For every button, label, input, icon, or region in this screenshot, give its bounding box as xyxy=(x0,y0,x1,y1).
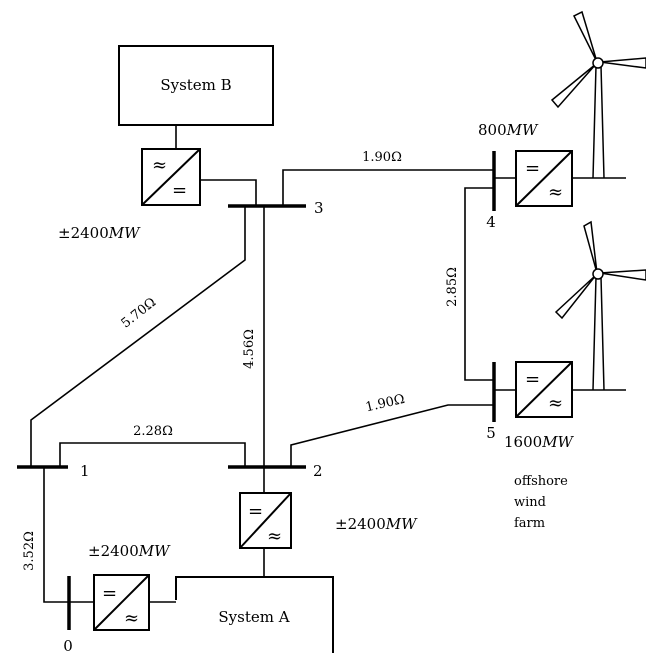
dc-symbol: = xyxy=(172,180,187,201)
bus-bars xyxy=(17,151,496,630)
rating-converter-0: ±2400MW xyxy=(88,542,171,560)
converter-2 xyxy=(239,492,292,549)
rating-converter-4: 800MW xyxy=(478,121,539,139)
dc-symbol: = xyxy=(248,501,263,522)
ac-symbol: ≈ xyxy=(152,155,167,176)
ac-symbol: ≈ xyxy=(267,526,282,547)
dc-symbol: = xyxy=(102,583,117,604)
bus-3-label: 3 xyxy=(314,199,324,217)
wind-farm-label-2: wind xyxy=(514,495,546,510)
system-b-box xyxy=(118,45,274,126)
dc-symbol: = xyxy=(525,369,540,390)
dc-symbol: = xyxy=(525,158,540,179)
line-2-3-label: 4.56Ω xyxy=(242,329,257,369)
line-3-4-label: 1.90Ω xyxy=(362,150,402,165)
wind-farm-label-3: farm xyxy=(514,516,545,531)
bus-4-label: 4 xyxy=(486,213,496,231)
bus-0-label: 0 xyxy=(63,637,73,653)
ac-symbol: ≈ xyxy=(548,182,563,203)
bus-5-label: 5 xyxy=(486,424,496,442)
system-a-label: System A xyxy=(218,608,289,626)
system-b-label: System B xyxy=(160,76,231,94)
bus-2-label: 2 xyxy=(313,462,323,480)
bus-1-label: 1 xyxy=(80,462,90,480)
ac-symbol: ≈ xyxy=(548,393,563,414)
line-1-3-label: 5.70Ω xyxy=(119,295,160,331)
rating-converter-2: ±2400MW xyxy=(335,515,418,533)
ac-symbol: ≈ xyxy=(124,608,139,629)
transmission-lines xyxy=(30,125,626,603)
system-a-box xyxy=(175,576,334,653)
converter-b xyxy=(141,148,201,206)
line-2-5-label: 1.90Ω xyxy=(364,392,406,416)
wind-turbine-icon xyxy=(550,10,646,179)
converter-symbols: ≈ = = ≈ = ≈ = ≈ = ≈ xyxy=(102,155,563,629)
wind-turbine-icon xyxy=(554,220,646,391)
line-1-2-label: 2.28Ω xyxy=(133,424,173,439)
line-0-1-label: 3.52Ω xyxy=(22,531,37,571)
wind-farm-label-1: offshore xyxy=(514,474,568,489)
line-4-5-label: 2.85Ω xyxy=(445,267,460,307)
rating-converter-b: ±2400MW xyxy=(58,224,141,242)
rating-converter-5: 1600MW xyxy=(504,433,575,451)
